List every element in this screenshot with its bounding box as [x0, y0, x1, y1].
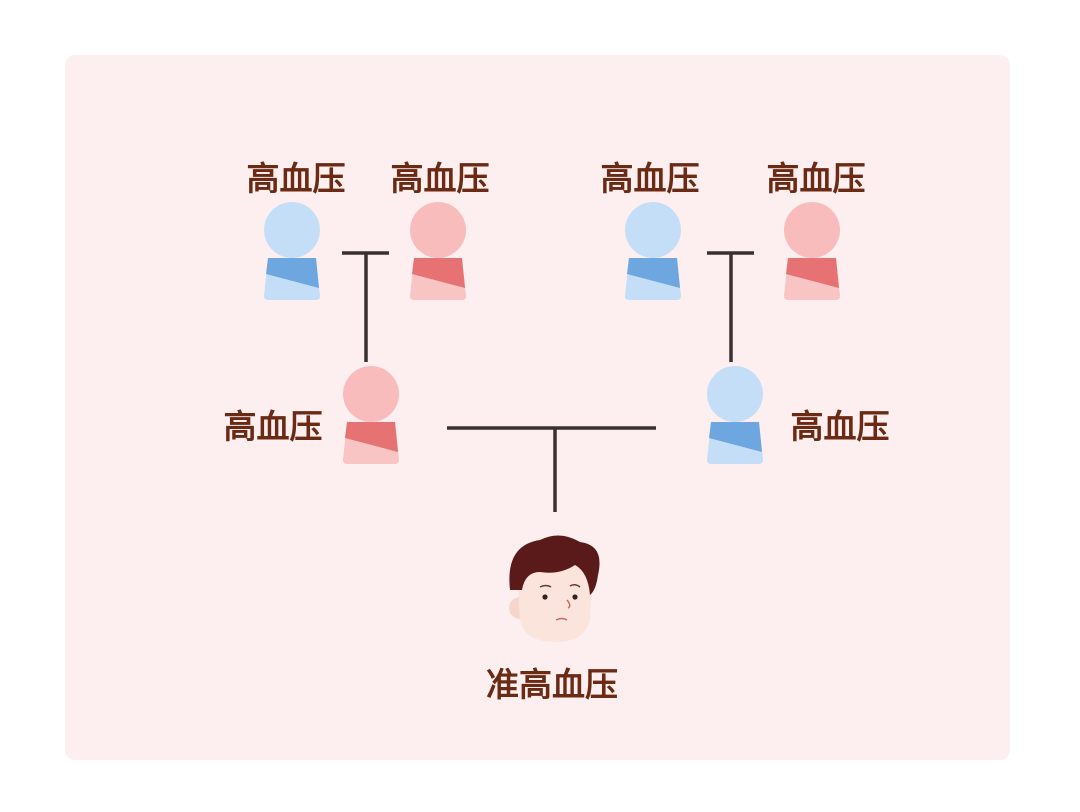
grandmother-paternal-label: 高血压 [391, 159, 490, 198]
father-label: 高血压 [791, 407, 890, 446]
diagram-background [65, 55, 1010, 760]
mother-figure [343, 366, 399, 464]
grandfather-maternal-figure [625, 202, 681, 300]
grandmother-maternal-label: 高血压 [767, 159, 866, 198]
child-face-icon [509, 535, 600, 642]
mother-label: 高血压 [224, 407, 323, 446]
grandfather-paternal-figure [264, 202, 320, 300]
child-label: 准高血压 [486, 665, 618, 704]
father-figure [707, 366, 763, 464]
grandfather-maternal-label: 高血压 [601, 159, 700, 198]
grandmother-paternal-figure [410, 202, 466, 300]
grandfather-paternal-label: 高血压 [247, 159, 346, 198]
grandmother-maternal-figure [784, 202, 840, 300]
